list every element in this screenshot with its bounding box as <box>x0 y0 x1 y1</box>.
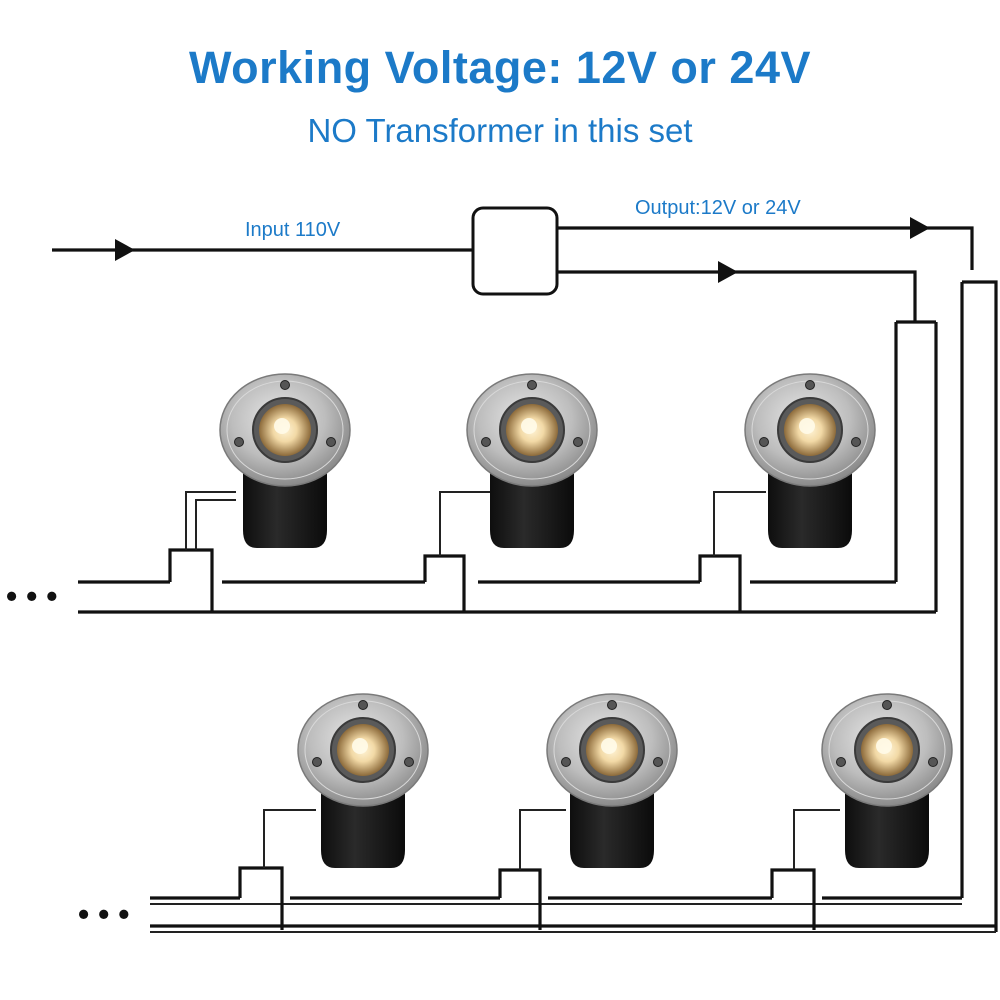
light-fixture-5 <box>546 693 678 869</box>
input-line <box>52 239 473 261</box>
light-fixture-6 <box>821 693 953 869</box>
page-title: Working Voltage: 12V or 24V <box>189 42 811 93</box>
continuation-dots-upper: • • • <box>6 578 57 614</box>
output-wire-lower-row <box>557 217 998 932</box>
light-fixture-3 <box>744 373 876 549</box>
lower-row-connectors <box>238 809 840 930</box>
light-fixture-1 <box>219 373 351 549</box>
light-fixture-4 <box>297 693 429 869</box>
upper-row-lights <box>219 373 876 549</box>
lower-row-bus <box>150 896 996 933</box>
output-label: Output:12V or 24V <box>635 197 801 219</box>
page-subtitle: NO Transformer in this set <box>307 112 693 149</box>
upper-row-connectors <box>168 491 766 612</box>
input-label: Input 110V <box>245 219 341 241</box>
light-fixture-2 <box>466 373 598 549</box>
output-wire-upper-row <box>557 261 938 612</box>
upper-row-bus <box>78 580 936 614</box>
continuation-dots-lower: • • • <box>78 896 129 932</box>
lower-row-lights <box>297 693 953 869</box>
transformer-box <box>471 206 559 296</box>
